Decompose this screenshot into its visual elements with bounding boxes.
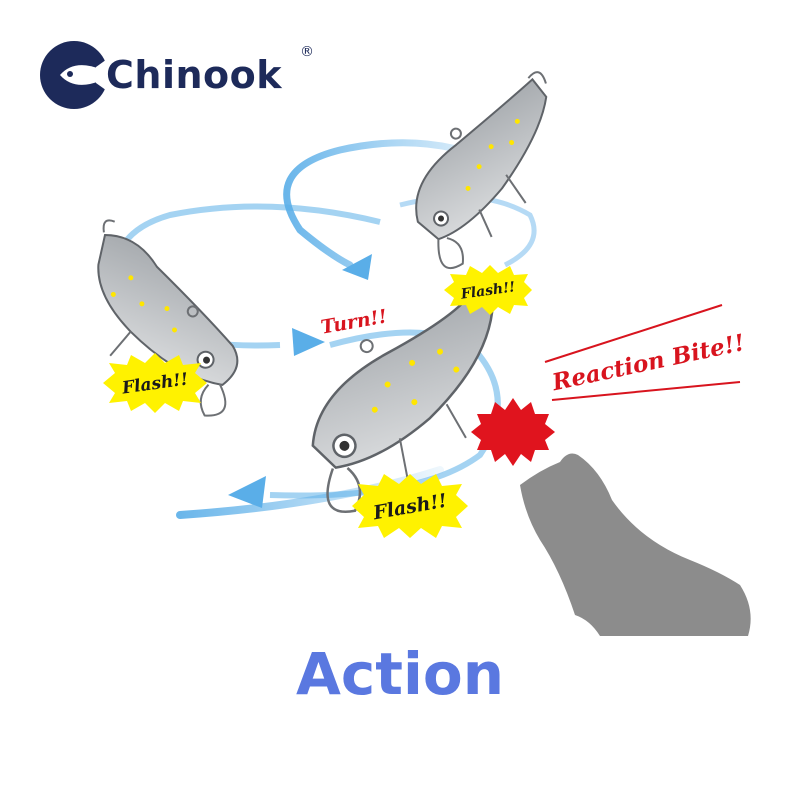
flash-burst-bottom: Flash!! [352, 474, 468, 538]
arrowhead-top [342, 254, 372, 280]
burst-icon [352, 474, 468, 538]
flash-burst-top: Flash!! [444, 265, 532, 315]
reaction-bite-label: Reaction Bite!! [549, 329, 747, 396]
brand-name: Chinook [106, 53, 283, 97]
arrowhead-bottom [228, 476, 266, 508]
flash-burst-left: Flash!! [103, 353, 207, 413]
burst-icon [444, 265, 532, 315]
brand-logo: Chinook ® [38, 38, 314, 112]
flow-arrow-top [283, 139, 504, 269]
reaction-line-bottom [551, 381, 741, 401]
chinook-logo-icon [40, 41, 110, 109]
fish-silhouette-icon [520, 453, 751, 636]
flash-label-top: Flash!! [459, 279, 516, 303]
diagram-caption: Action [295, 640, 504, 708]
registered-mark: ® [300, 44, 314, 60]
burst-icon [103, 353, 207, 413]
lure-top-right [415, 71, 548, 270]
red-strike-burst-icon [471, 398, 555, 466]
lure-center [311, 281, 498, 513]
reaction-line-top [544, 304, 723, 363]
arrowhead-left [292, 328, 325, 356]
reaction-bite-callout: Reaction Bite!! [544, 304, 747, 401]
